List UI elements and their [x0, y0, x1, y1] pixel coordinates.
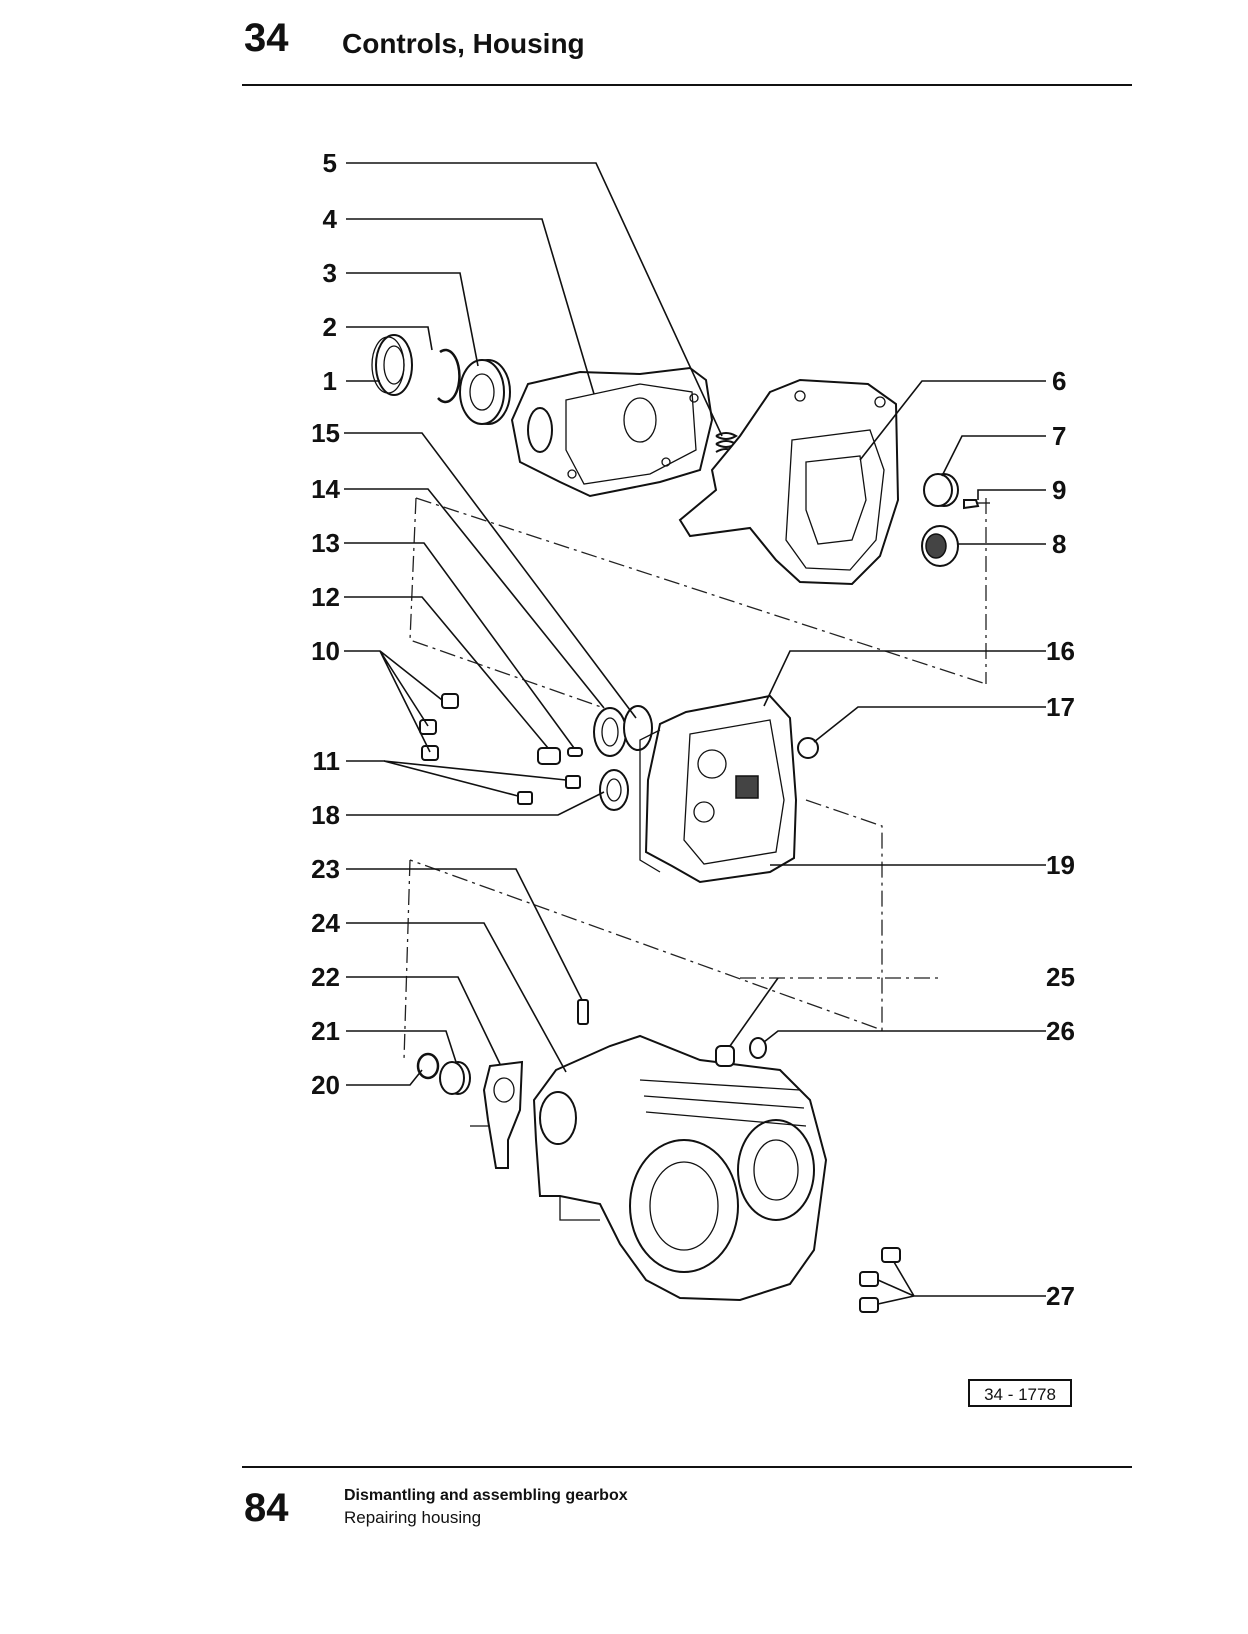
part-16-19-intermediate-housing	[639, 694, 798, 884]
figure-reference-box: 34 - 1778	[968, 1379, 1072, 1407]
callout-4: 4	[323, 204, 338, 234]
callout-11: 11	[313, 746, 341, 776]
callout-22: 22	[311, 962, 340, 992]
callout-13: 13	[311, 528, 340, 558]
section-number: 34	[244, 16, 289, 60]
part-9-bolt	[963, 499, 990, 510]
part-14-seal	[593, 707, 627, 757]
callout-21: 21	[311, 1016, 340, 1046]
callout-7: 7	[1052, 421, 1066, 451]
part-1-oil-seal	[371, 334, 413, 396]
part-11-plugs	[517, 775, 581, 805]
callout-14: 14	[311, 474, 340, 504]
part-2-circlip	[437, 348, 461, 404]
callout-12: 12	[311, 582, 340, 612]
callout-6: 6	[1052, 366, 1066, 396]
section-title: Controls, Housing	[342, 28, 585, 59]
part-4-gear-carrier-cover	[510, 366, 714, 498]
callout-20: 20	[311, 1070, 340, 1100]
footer-subtitle: Repairing housing	[344, 1508, 482, 1527]
callout-15: 15	[311, 418, 340, 448]
footer-title: Dismantling and assembling gearbox	[344, 1487, 628, 1504]
part-6-housing-section	[678, 378, 900, 586]
part-15-bearing	[623, 705, 653, 751]
footer-rule	[242, 1466, 1132, 1468]
callout-8: 8	[1052, 529, 1066, 559]
callout-2: 2	[323, 312, 337, 342]
part-26-plug	[749, 1037, 767, 1059]
part-13-pin	[567, 747, 583, 757]
callout-18: 18	[311, 800, 340, 830]
callout-5: 5	[323, 148, 337, 178]
callout-26: 26	[1046, 1016, 1075, 1046]
part-20-circlip	[416, 1052, 440, 1080]
part-27-detent-blocks	[859, 1247, 901, 1313]
leader-lines	[344, 162, 1046, 1305]
assembly-guide-lines	[403, 497, 987, 1061]
callout-10: 10	[311, 636, 340, 666]
callout-1: 1	[323, 366, 337, 396]
callout-25: 25	[1046, 962, 1075, 992]
callout-3: 3	[323, 258, 337, 288]
callout-labels: 5 4 3 2 1 15 14 13 12 10 11 18 23 24 22 …	[311, 148, 1075, 1311]
callout-17: 17	[1046, 692, 1075, 722]
part-21-needle-bearing	[439, 1061, 471, 1095]
part-7-needle-bearing	[923, 473, 959, 507]
part-8-roller-bearing	[921, 525, 959, 567]
page-number: 84	[244, 1486, 289, 1530]
part-25-bush	[715, 1045, 735, 1067]
part-24-gearbox-housing	[532, 1034, 828, 1302]
callout-27: 27	[1046, 1281, 1075, 1311]
header-rule	[242, 84, 1132, 86]
part-22-cover-plate	[470, 1060, 524, 1169]
callout-23: 23	[311, 854, 340, 884]
part-10-detent-blocks	[419, 693, 459, 761]
callout-19: 19	[1046, 850, 1075, 880]
callout-9: 9	[1052, 475, 1066, 505]
part-3-ball-bearing	[459, 359, 511, 425]
part-23-sender-switch	[577, 999, 589, 1025]
callout-24: 24	[311, 908, 340, 938]
part-18-seal	[599, 769, 629, 811]
part-17-bush	[797, 737, 819, 759]
part-12-sleeve	[537, 747, 561, 765]
callout-16: 16	[1046, 636, 1075, 666]
